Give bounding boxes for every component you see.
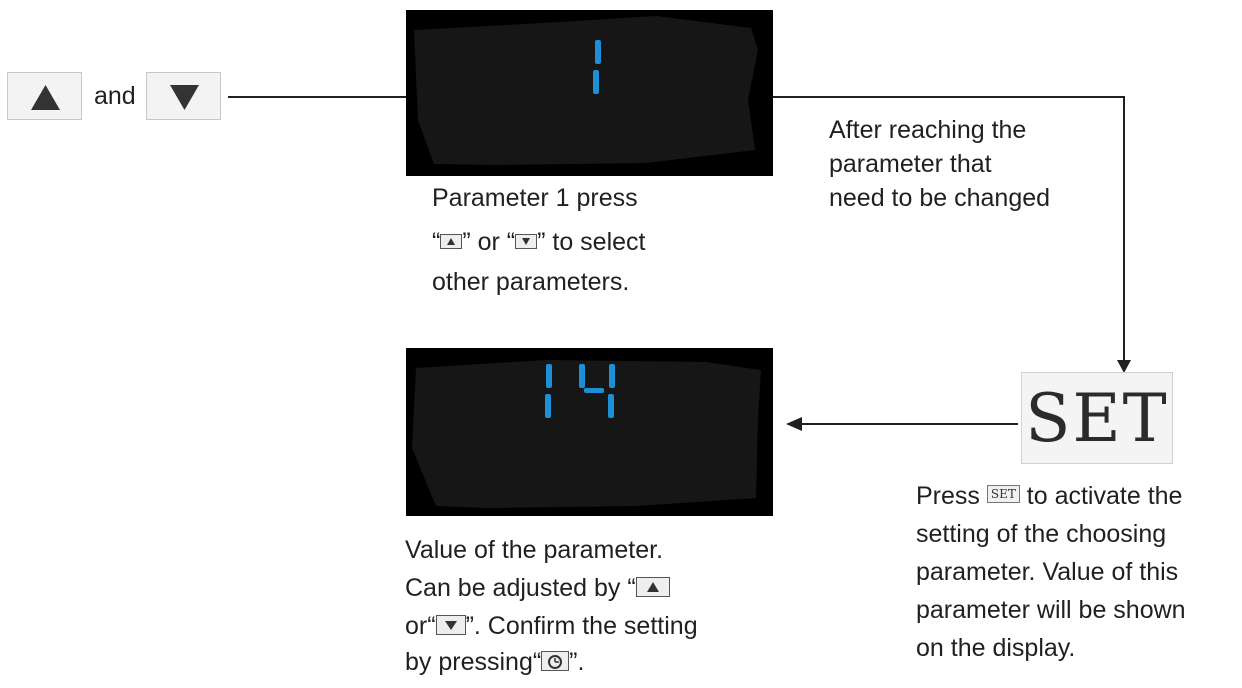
mini-up-icon <box>635 577 670 598</box>
after-reaching-line1: After reaching the <box>829 116 1027 144</box>
caption-top-line2: “” or “” to select <box>432 228 646 256</box>
and-label: and <box>94 82 136 110</box>
arrowhead-left <box>786 417 802 431</box>
mini-down-icon <box>515 233 538 249</box>
up-arrow-key[interactable] <box>7 72 82 120</box>
caption-value-line2: Can be adjusted by “ <box>405 570 670 606</box>
after-reaching-line3: need to be changed <box>829 184 1051 212</box>
digit-4-segments <box>579 364 615 418</box>
caption-set-line5: on the display. <box>916 634 1076 662</box>
caption-value-line4: by pressing“”. <box>405 648 585 676</box>
caption-set-line2: setting of the choosing <box>916 520 1167 548</box>
caption-set-line1: Press SET to activate the <box>916 482 1183 510</box>
up-triangle-icon <box>31 85 60 110</box>
down-arrow-key[interactable] <box>146 72 221 120</box>
caption-top-line3: other parameters. <box>432 268 630 296</box>
display-top <box>406 10 773 176</box>
mini-up-icon <box>440 233 463 249</box>
down-triangle-icon <box>170 85 199 110</box>
set-key[interactable]: SET <box>1021 372 1173 464</box>
caption-set-line3: parameter. Value of this <box>916 558 1179 586</box>
arrowhead-down <box>1117 360 1131 373</box>
mini-clock-icon <box>541 651 570 672</box>
digit-1-segments <box>545 364 552 418</box>
mini-set-key: SET <box>986 485 1020 504</box>
caption-set-line4: parameter will be shown <box>916 596 1186 624</box>
caption-value-line1: Value of the parameter. <box>405 536 664 564</box>
caption-value-line3: or“”. Confirm the setting <box>405 612 698 640</box>
digit-1-segments <box>593 40 601 94</box>
after-reaching-line2: parameter that <box>829 150 992 178</box>
display-bottom <box>406 348 773 516</box>
caption-top-line1: Parameter 1 press <box>432 184 638 212</box>
display-to-set-arrow <box>768 96 1125 362</box>
mini-down-icon <box>435 615 466 636</box>
